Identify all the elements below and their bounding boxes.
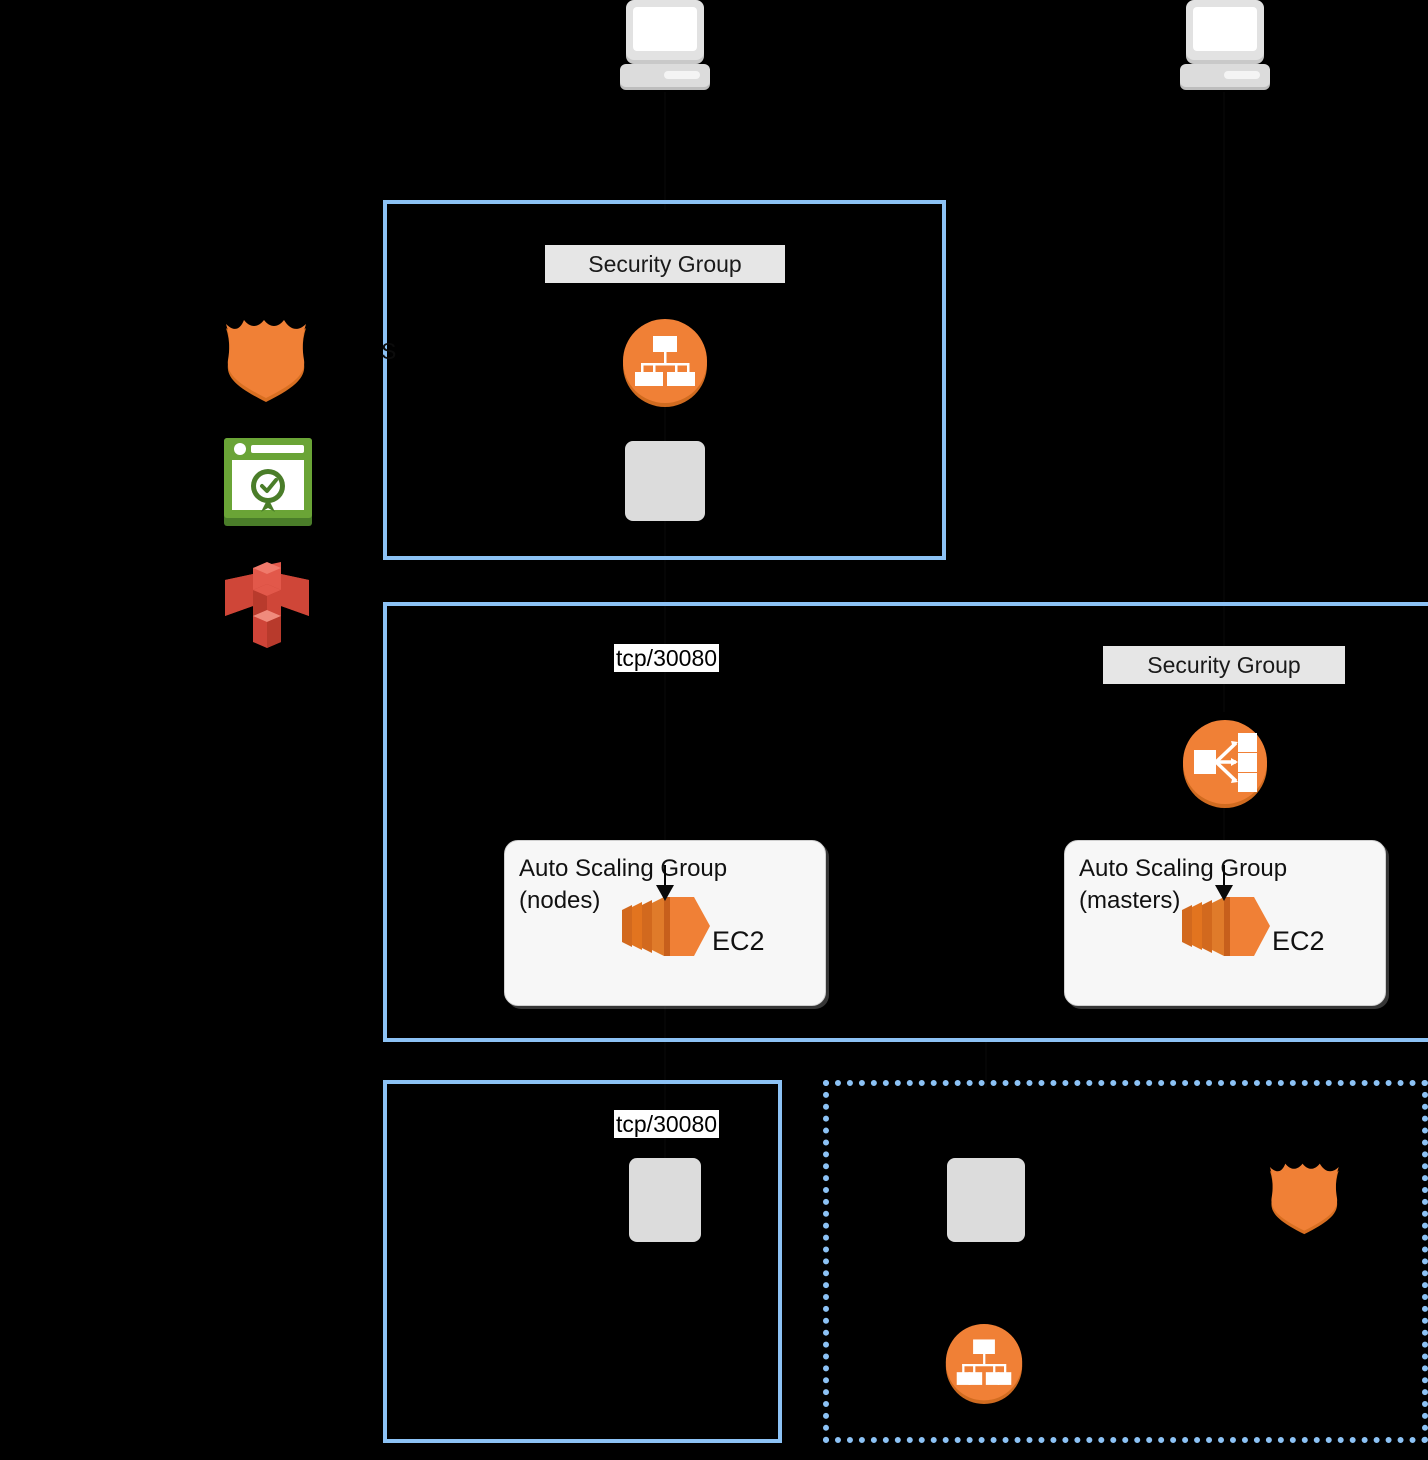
hidden-label-upper: S xyxy=(381,338,397,364)
security-group-label-masters: Security Group xyxy=(1103,646,1345,684)
zone-private-subnet-bottom-left xyxy=(383,1080,782,1443)
ec2-instances-icon xyxy=(618,884,728,970)
aws-s3-icon xyxy=(215,558,319,650)
ec2-instances-icon xyxy=(1178,884,1288,970)
placeholder-bottom-left-subnet xyxy=(629,1158,701,1242)
aws-certificate-manager-icon xyxy=(218,432,318,532)
ec2-label-masters: EC2 xyxy=(1272,926,1325,956)
client-computer-right xyxy=(1172,0,1278,92)
security-group-label-top: Security Group xyxy=(545,245,785,283)
elb-tree-icon xyxy=(621,317,709,409)
aws-shield-icon xyxy=(218,310,318,410)
placeholder-external-zone xyxy=(947,1158,1025,1242)
elb-fanout-icon xyxy=(1180,717,1270,811)
arrow-into-nodes xyxy=(656,865,674,901)
asg-masters-title: Auto Scaling Group (masters) xyxy=(1079,855,1288,914)
edge-label-port-bottom: tcp/30080 xyxy=(614,1110,720,1138)
zone-external-dotted xyxy=(823,1080,1428,1443)
zone-vpc xyxy=(383,602,1428,1042)
aws-shield-icon xyxy=(1263,1152,1349,1244)
ec2-label-nodes: EC2 xyxy=(712,926,765,956)
connector-nodes-down xyxy=(664,900,666,1160)
arrow-into-masters xyxy=(1215,865,1233,901)
edge-label-port-nodes: tcp/30080 xyxy=(614,644,720,672)
connector-right-client xyxy=(1223,92,1225,712)
placeholder-top-subnet xyxy=(625,441,705,521)
client-computer-left xyxy=(612,0,718,92)
zone-public-subnet-top xyxy=(383,200,946,560)
connector-left-client xyxy=(664,92,666,210)
elb-tree-icon xyxy=(944,1322,1024,1406)
connector-external-zone xyxy=(985,1040,987,1088)
asg-nodes-title: Auto Scaling Group (nodes) xyxy=(519,855,728,914)
